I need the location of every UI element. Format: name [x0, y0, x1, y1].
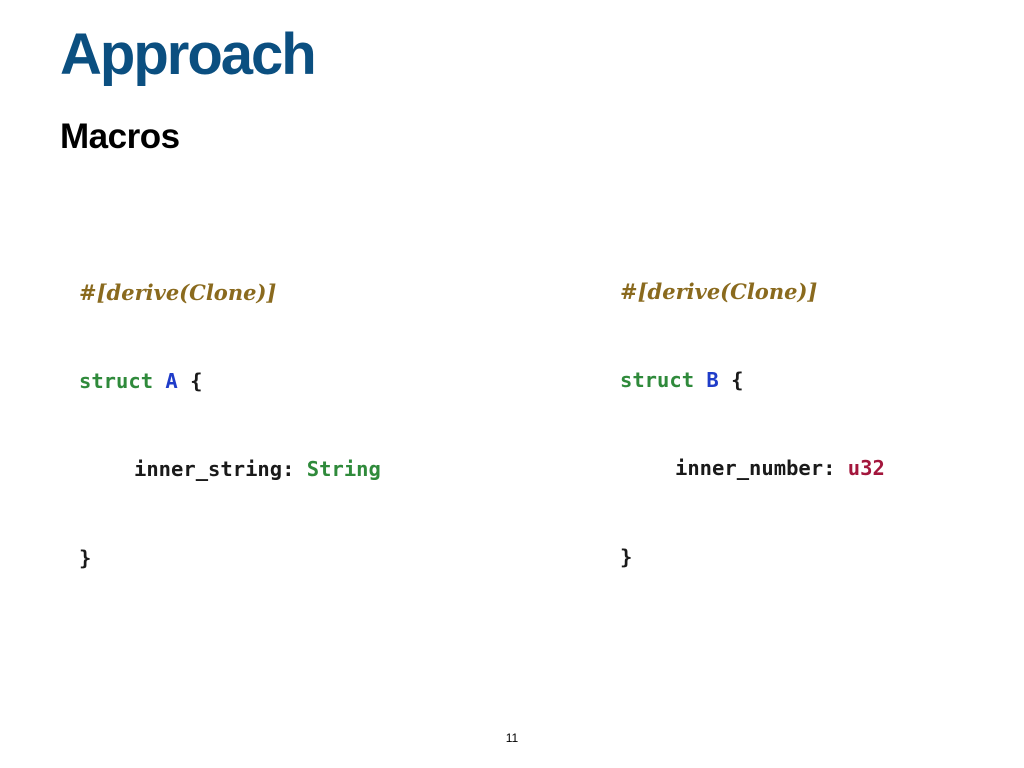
close-brace: } [79, 545, 92, 570]
code-line-close: } [79, 544, 381, 574]
field-type: u32 [847, 456, 885, 480]
struct-name: A [165, 368, 178, 393]
derive-attribute: #[derive(Clone)] [620, 279, 818, 304]
page-number: 11 [505, 731, 519, 745]
close-brace: } [620, 544, 633, 569]
struct-keyword: struct [79, 368, 154, 393]
code-line-close: } [620, 543, 885, 573]
slide-subtitle: Macros [60, 117, 180, 156]
field-name: inner_string: [134, 457, 295, 481]
open-brace: { [190, 368, 203, 393]
open-brace: { [731, 367, 744, 392]
code-line-attribute: #[derive(Clone)] [79, 278, 381, 308]
derive-attribute: #[derive(Clone)] [79, 280, 277, 305]
code-line-struct-decl: struct A { [79, 367, 381, 397]
code-line-struct-decl: struct B { [620, 366, 885, 396]
code-block-struct-b: #[derive(Clone)] struct B { inner_number… [620, 218, 885, 602]
field-name: inner_number: [675, 456, 836, 480]
code-block-struct-a: #[derive(Clone)] struct A { inner_string… [79, 219, 381, 603]
code-line-field: inner_string: String [79, 455, 381, 485]
code-line-field: inner_number: u32 [620, 454, 885, 484]
field-type: String [306, 457, 381, 481]
struct-keyword: struct [620, 367, 695, 392]
code-line-attribute: #[derive(Clone)] [620, 277, 885, 307]
slide-title: Approach [60, 22, 317, 87]
struct-name: B [706, 367, 719, 392]
